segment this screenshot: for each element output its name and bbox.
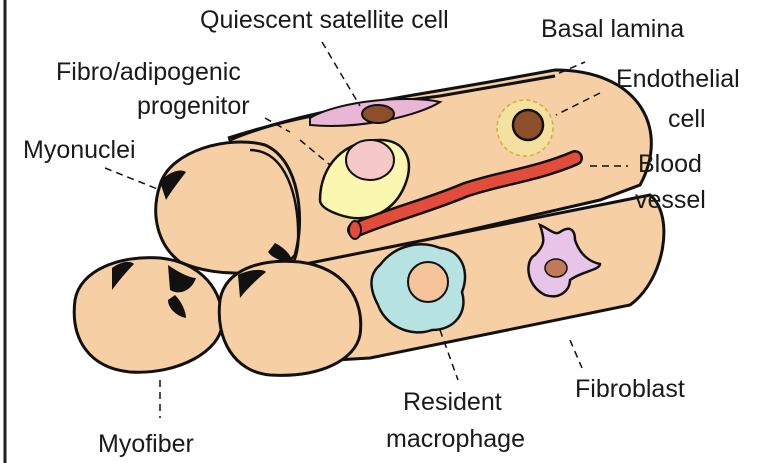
label-myonuclei: Myonuclei <box>23 136 136 164</box>
label-blood-vessel-line2: vessel <box>635 186 706 214</box>
label-fibro-adipogenic-line1: Fibro/adipogenic <box>56 58 241 86</box>
label-myofiber: Myofiber <box>98 430 194 458</box>
label-quiescent-satellite-cell: Quiescent satellite cell <box>200 6 449 34</box>
label-endothelial-line2: cell <box>668 105 706 133</box>
label-resident-line2: macrophage <box>386 425 525 453</box>
label-blood-vessel-line1: Blood <box>638 150 702 178</box>
label-endothelial-line1: Endothelial <box>616 65 740 93</box>
label-basal-lamina: Basal lamina <box>541 15 684 43</box>
label-fibroblast: Fibroblast <box>575 375 685 403</box>
label-resident-line1: Resident <box>403 388 502 416</box>
label-fibro-adipogenic-line2: progenitor <box>137 92 250 120</box>
endothelial-cell <box>497 100 553 156</box>
resident-macrophage <box>372 244 466 332</box>
